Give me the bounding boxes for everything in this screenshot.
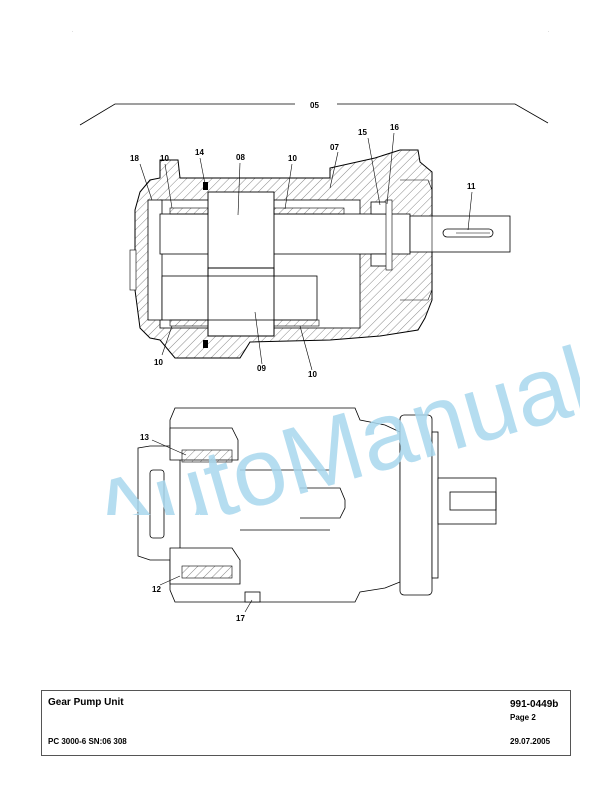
callout-10-lower-right: 10 bbox=[308, 370, 317, 379]
callout-08: 08 bbox=[236, 153, 245, 162]
leader-lines-top bbox=[139, 132, 473, 371]
callout-10-upper-left: 10 bbox=[160, 154, 169, 163]
document-date: 29.07.2005 bbox=[510, 737, 551, 746]
document-number: 991-0449b bbox=[510, 699, 559, 710]
callout-18: 18 bbox=[130, 154, 139, 163]
watermark: AutoManual bbox=[79, 327, 580, 515]
document-title: Gear Pump Unit bbox=[48, 697, 124, 708]
machine-serial: PC 3000-6 SN:06 308 bbox=[48, 737, 127, 746]
callout-11: 11 bbox=[467, 182, 476, 191]
callout-15: 15 bbox=[358, 128, 367, 137]
callout-14: 14 bbox=[195, 148, 204, 157]
sectional-view bbox=[129, 149, 511, 359]
dimension-line-05 bbox=[79, 103, 549, 126]
svg-text:.: . bbox=[548, 28, 549, 34]
exterior-view bbox=[137, 407, 497, 603]
callout-10-lower-left: 10 bbox=[154, 358, 163, 367]
callout-05: 05 bbox=[310, 101, 319, 110]
svg-text:.: . bbox=[72, 28, 73, 34]
leader-lines-bottom bbox=[151, 439, 253, 613]
callout-17: 17 bbox=[236, 614, 245, 623]
callout-12: 12 bbox=[152, 585, 161, 594]
callout-13: 13 bbox=[140, 433, 149, 442]
callout-16: 16 bbox=[390, 123, 399, 132]
title-block: Gear Pump Unit 991-0449b Page 2 PC 3000-… bbox=[41, 690, 571, 756]
callout-09: 09 bbox=[257, 364, 266, 373]
technical-drawing: 05 18 10 14 08 10 07 15 16 11 10 09 10 1… bbox=[72, 28, 549, 623]
watermark-text: AutoManual bbox=[79, 327, 580, 515]
callout-07: 07 bbox=[330, 143, 339, 152]
page-number: Page 2 bbox=[510, 713, 536, 722]
callout-10-upper-right: 10 bbox=[288, 154, 297, 163]
